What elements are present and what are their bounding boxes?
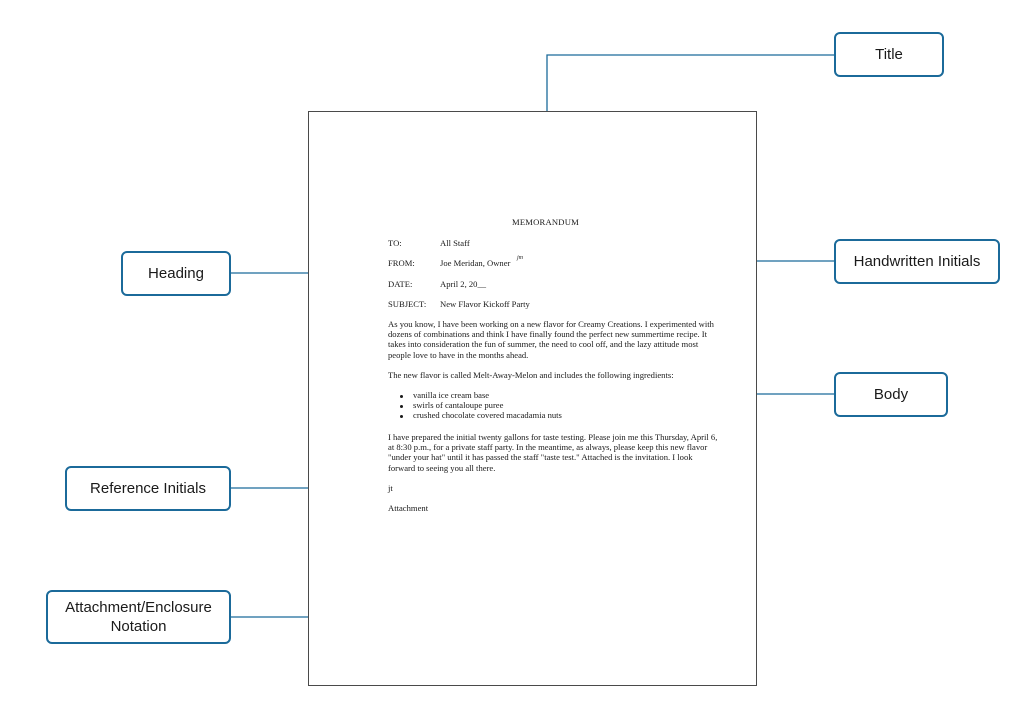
callout-heading: Heading <box>121 251 231 296</box>
handwritten-initials: jm <box>517 255 523 261</box>
to-label: TO: <box>388 238 402 248</box>
callout-title: Title <box>834 32 944 77</box>
list-item: swirls of cantaloupe puree <box>400 400 503 410</box>
callout-heading-label: Heading <box>148 265 204 282</box>
callout-handwritten-initials: Handwritten Initials <box>834 239 1000 284</box>
callout-body-label: Body <box>873 386 909 403</box>
callout-attachment-label-line2: Notation <box>110 618 167 635</box>
reference-initials-text: jt <box>388 483 393 493</box>
body-paragraph-1: As you know, I have been working on a ne… <box>388 319 714 360</box>
list-item: crushed chocolate covered macadamia nuts <box>400 410 562 420</box>
body-paragraph-3: I have prepared the initial twenty gallo… <box>388 432 718 473</box>
subject-value: New Flavor Kickoff Party <box>440 299 530 309</box>
subject-label: SUBJECT: <box>388 299 427 309</box>
callout-attachment-label-line1: Attachment/Enclosure <box>65 599 212 616</box>
callout-attachment-notation: Attachment/Enclosure Notation <box>46 590 231 644</box>
ingredient-text: swirls of cantaloupe puree <box>413 400 504 410</box>
callout-handwritten-initials-label: Handwritten Initials <box>853 253 981 270</box>
list-item: vanilla ice cream base <box>400 390 489 400</box>
ingredient-text: vanilla ice cream base <box>413 390 490 400</box>
callout-body: Body <box>834 372 948 417</box>
callout-title-label: Title <box>875 46 903 63</box>
callout-reference-initials: Reference Initials <box>65 466 231 511</box>
from-value: Joe Meridan, Owner <box>440 258 511 268</box>
memo-title: MEMORANDUM <box>512 217 579 227</box>
to-value: All Staff <box>440 238 470 248</box>
date-value: April 2, 20__ <box>440 279 487 289</box>
callout-reference-initials-label: Reference Initials <box>90 480 206 497</box>
from-label: FROM: <box>388 258 415 268</box>
ingredient-text: crushed chocolate covered macadamia nuts <box>413 410 562 420</box>
body-paragraph-2: The new flavor is called Melt-Away-Melon… <box>388 370 674 380</box>
date-label: DATE: <box>388 279 413 289</box>
attachment-text: Attachment <box>388 503 429 513</box>
memo-page <box>308 111 757 686</box>
